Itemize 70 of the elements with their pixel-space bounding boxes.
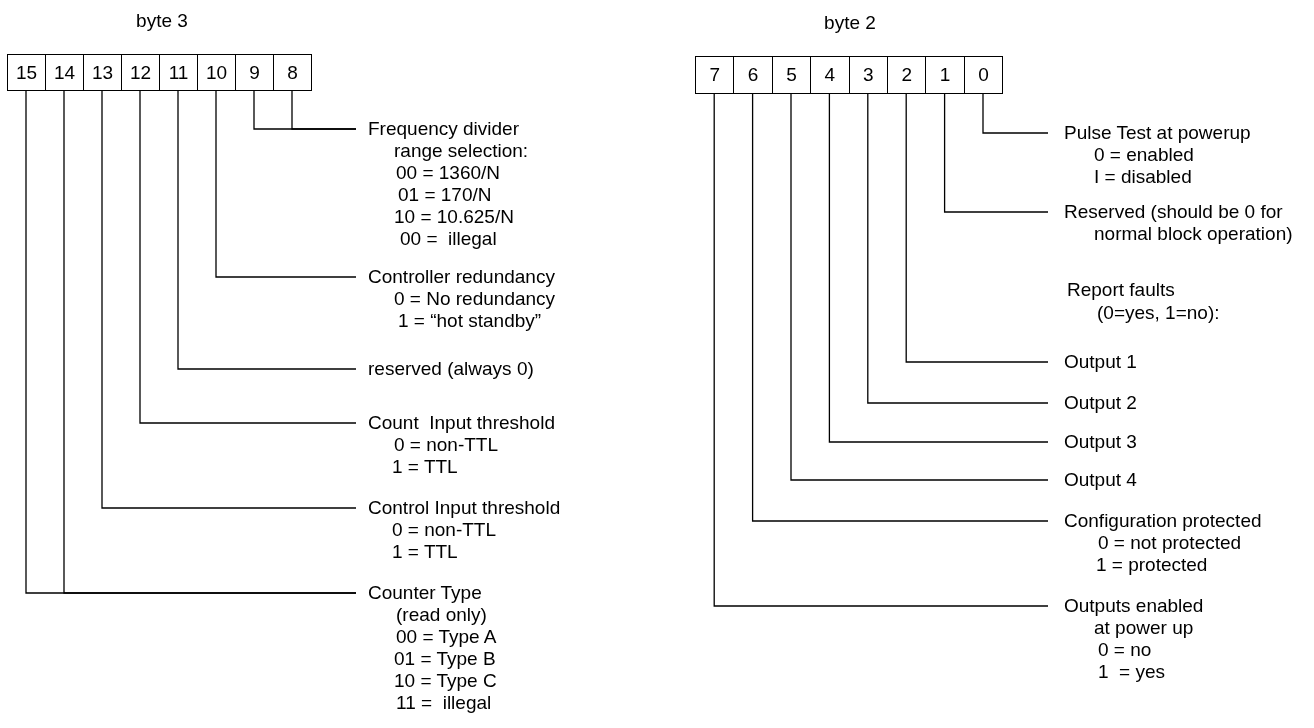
- field-description: Control Input threshold: [368, 497, 561, 519]
- field-description: Output 2: [1064, 392, 1137, 414]
- value-description: range selection:: [394, 140, 529, 162]
- bit-cell: 11: [159, 54, 198, 91]
- value-description: (read only): [396, 604, 487, 626]
- bit-cell: 4: [810, 56, 850, 94]
- field-description: Count Input threshold: [368, 412, 555, 434]
- value-description: at power up: [1094, 617, 1194, 639]
- bit-cell: 2: [887, 56, 927, 94]
- field-description: reserved (always 0): [368, 358, 534, 380]
- leader-line: [177, 90, 357, 370]
- field-description: Outputs enabled: [1064, 595, 1204, 617]
- bit-cell: 0: [963, 56, 1004, 94]
- bit-cell: 6: [733, 56, 773, 94]
- field-description: Output 1: [1064, 351, 1137, 373]
- bit-cell: 7: [695, 56, 735, 94]
- value-description: 1 = yes: [1098, 661, 1166, 683]
- field-description: Output 4: [1064, 469, 1137, 491]
- field-description: Configuration protected: [1064, 510, 1262, 532]
- leader-line: [828, 93, 1049, 443]
- value-description: 0 = No redundancy: [394, 288, 556, 310]
- field-description: Report faults: [1067, 279, 1175, 301]
- field-description: Pulse Test at powerup: [1064, 122, 1251, 144]
- leader-line: [867, 93, 1049, 404]
- bit-cell: 1: [925, 56, 965, 94]
- leader-line: [215, 90, 357, 278]
- leader-line: [790, 93, 1049, 481]
- value-description: 00 = Type A: [396, 626, 497, 648]
- bit-cell: 3: [848, 56, 888, 94]
- bit-cell: 15: [7, 54, 46, 91]
- value-description: 00 = illegal: [400, 228, 497, 250]
- value-description: 11 = illegal: [396, 692, 492, 714]
- value-description: 01 = 170/N: [398, 184, 492, 206]
- value-description: 10 = 10.625/N: [394, 206, 514, 228]
- leader-line: [713, 93, 1049, 607]
- bit-cell: 8: [273, 54, 312, 91]
- value-description: 0 = non-TTL: [392, 519, 497, 541]
- value-description: 0 = non-TTL: [394, 434, 499, 456]
- leader-line: [982, 93, 1049, 134]
- value-description: 10 = Type C: [394, 670, 497, 692]
- leader-line: [943, 93, 1049, 213]
- field-description: (0=yes, 1=no):: [1097, 302, 1220, 324]
- leader-line: [905, 93, 1049, 363]
- value-description: 01 = Type B: [394, 648, 496, 670]
- value-description: 0 = not protected: [1098, 532, 1242, 554]
- value-description: 1 = TTL: [392, 456, 458, 478]
- leader-line: [139, 90, 357, 424]
- field-description: Frequency divider: [368, 118, 520, 140]
- leader-line: [101, 90, 357, 509]
- value-description: 1 = “hot standby”: [398, 310, 542, 332]
- value-description: 1 = TTL: [392, 541, 458, 563]
- field-description: Output 3: [1064, 431, 1137, 453]
- value-description: I = disabled: [1094, 166, 1192, 188]
- field-description: Counter Type: [368, 582, 482, 604]
- byte-title: byte 3: [136, 10, 188, 32]
- byte-title: byte 2: [824, 12, 876, 34]
- bit-cell: 13: [83, 54, 122, 91]
- bit-cell: 9: [235, 54, 274, 91]
- bit-cell: 12: [121, 54, 160, 91]
- field-description: Reserved (should be 0 for normal block operation): [1064, 201, 1294, 245]
- value-description: 00 = 1360/N: [396, 162, 501, 184]
- leader-line: [751, 93, 1049, 522]
- value-description: 0 = enabled: [1094, 144, 1194, 166]
- leader-line: [253, 90, 357, 130]
- bit-cell: 5: [771, 56, 812, 94]
- bit-cell: 14: [45, 54, 84, 91]
- field-description: Controller redundancy: [368, 266, 555, 288]
- bit-cell: 10: [197, 54, 236, 91]
- value-description: 0 = no: [1098, 639, 1152, 661]
- value-description: 1 = protected: [1096, 554, 1208, 576]
